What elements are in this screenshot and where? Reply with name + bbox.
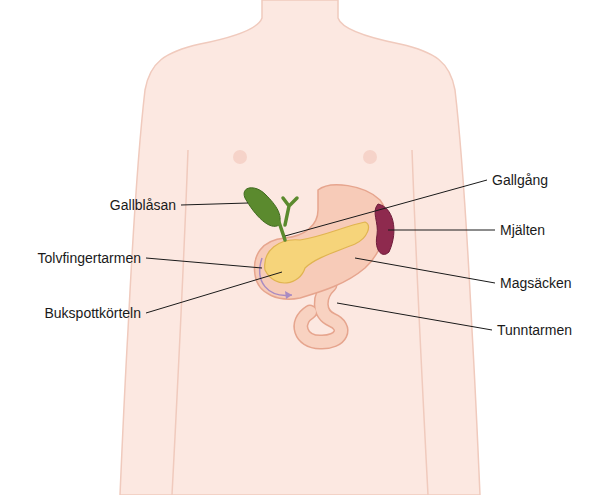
body-silhouette xyxy=(120,0,480,495)
nipple xyxy=(233,150,247,164)
leader-line xyxy=(355,258,495,283)
leader-line xyxy=(285,180,487,236)
flow-arrowhead xyxy=(285,291,292,299)
leader-line xyxy=(146,258,262,268)
organ-label: Tolvfingertarmen xyxy=(38,249,142,267)
organ-label: Tunntarmen xyxy=(497,321,572,339)
organ-label: Gallblåsan xyxy=(110,196,176,214)
organ-label: Bukspottkörteln xyxy=(45,304,142,322)
stomach xyxy=(254,185,385,299)
duodenum-flow xyxy=(260,258,292,295)
arm-edge xyxy=(412,150,428,495)
organ-label: Gallgång xyxy=(492,171,548,189)
leader-line xyxy=(146,272,282,313)
leader-line xyxy=(388,230,495,231)
spleen xyxy=(375,204,394,254)
leader-line xyxy=(337,303,492,330)
leader-line xyxy=(181,203,248,205)
organ-label: Mjälten xyxy=(500,221,545,239)
organ-label: Magsäcken xyxy=(500,274,572,292)
nipple xyxy=(363,150,377,164)
gallbladder xyxy=(244,188,280,227)
